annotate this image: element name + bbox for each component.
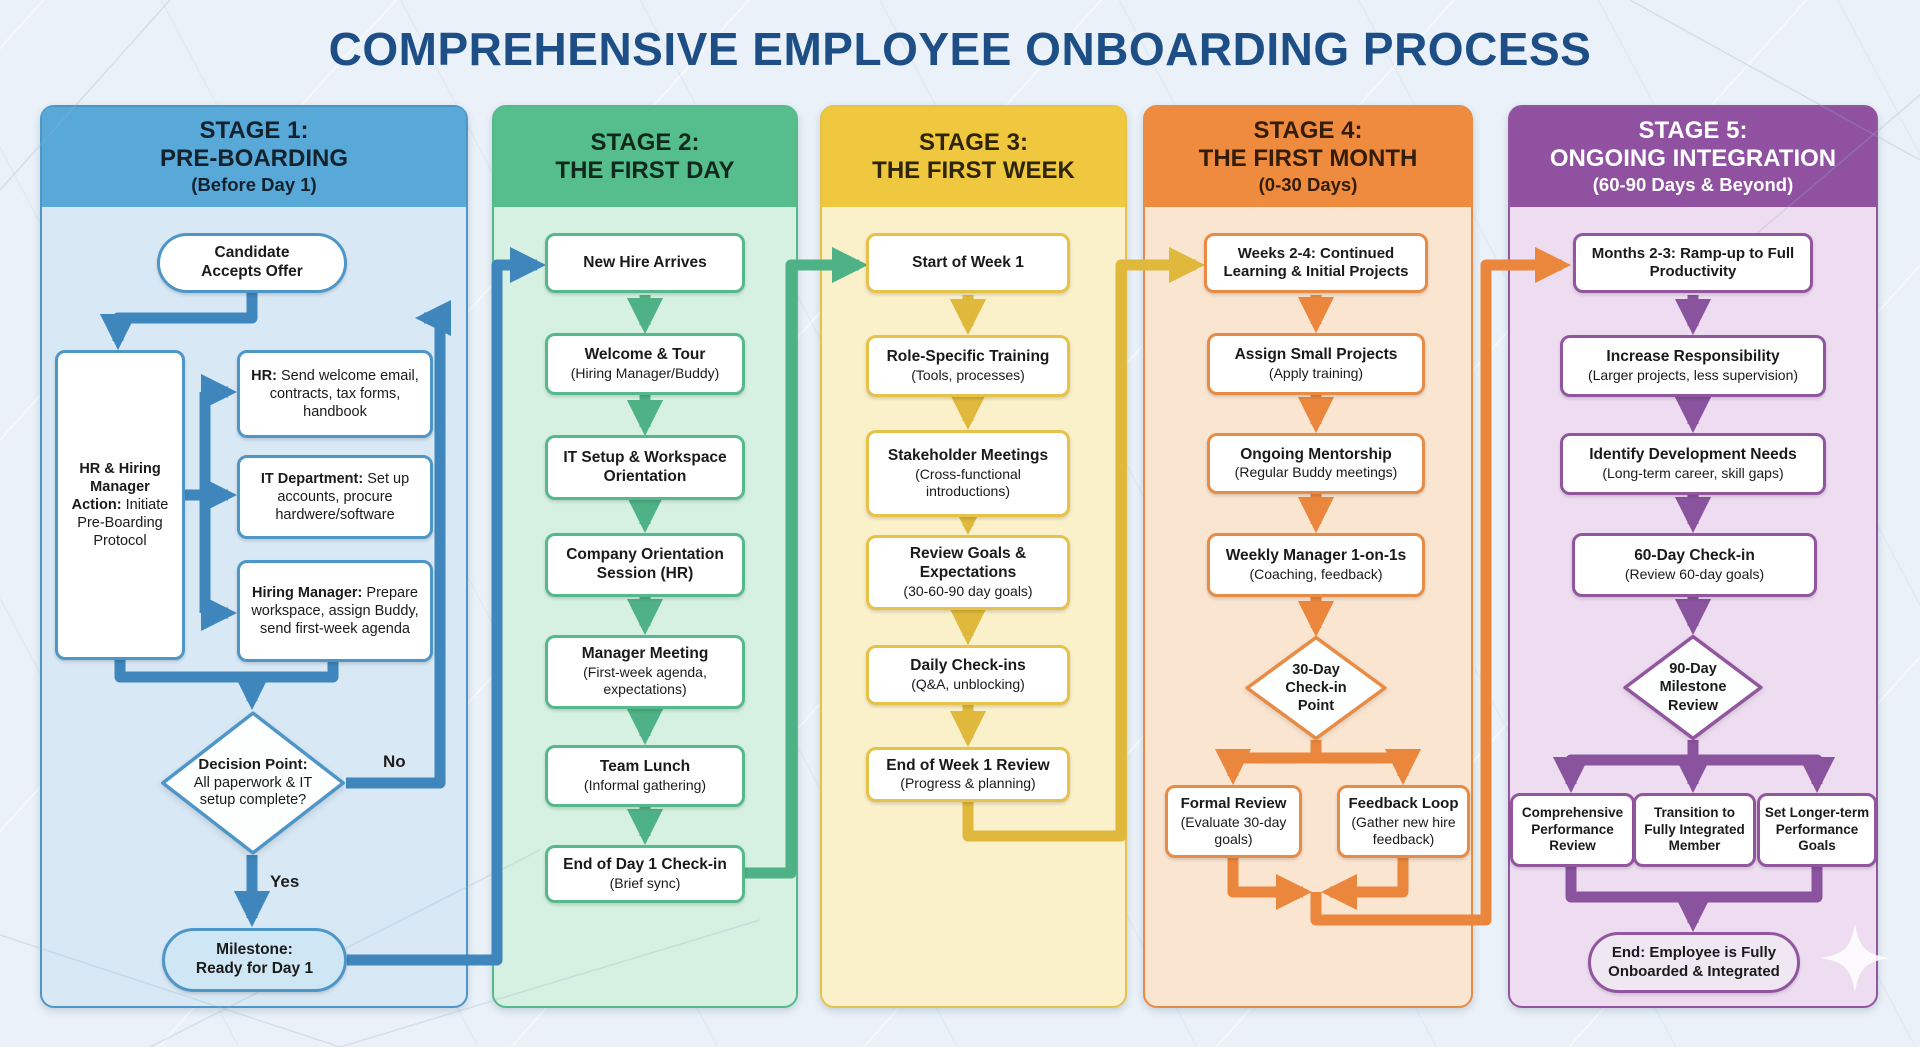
stage1-header-line2: PRE-BOARDING	[159, 144, 348, 172]
node-feedback-loop: Feedback Loop (Gather new hire feedback)	[1337, 785, 1470, 858]
node-milestone-ready-day1: Milestone: Ready for Day 1	[162, 928, 347, 992]
node-end-of-week1-review: End of Week 1 Review (Progress & plannin…	[866, 747, 1070, 802]
node-it-setup-workspace: IT Setup & Workspace Orientation	[545, 435, 745, 500]
stage4-header-line1: STAGE 4:	[1253, 116, 1363, 144]
node-ongoing-mentorship: Ongoing Mentorship (Regular Buddy meetin…	[1207, 433, 1425, 494]
node-formal-review: Formal Review (Evaluate 30-day goals)	[1165, 785, 1302, 858]
node-set-longer-term-goals: Set Longer-term Performance Goals	[1757, 793, 1877, 867]
node-daily-checkins: Daily Check-ins (Q&A, unblocking)	[866, 645, 1070, 705]
node-comprehensive-performance-review: Comprehensive Performance Review	[1510, 793, 1635, 867]
node-months-2-3-rampup: Months 2-3: Ramp-up to Full Productivity	[1573, 233, 1813, 293]
stage4-header-subtitle: (0-30 Days)	[1258, 174, 1358, 196]
stage3-header: STAGE 3: THE FIRST WEEK	[822, 107, 1125, 207]
stage2-header-line2: THE FIRST DAY	[555, 157, 735, 184]
node-team-lunch: Team Lunch (Informal gathering)	[545, 745, 745, 807]
node-increase-responsibility: Increase Responsibility (Larger projects…	[1560, 335, 1826, 397]
node-identify-development-needs: Identify Development Needs (Long-term ca…	[1560, 433, 1826, 495]
stage2-header: STAGE 2: THE FIRST DAY	[494, 107, 796, 207]
node-company-orientation: Company Orientation Session (HR)	[545, 533, 745, 597]
node-weeks-2-4-continued-learning: Weeks 2-4: Continued Learning & Initial …	[1204, 233, 1428, 293]
node-weekly-manager-1on1s: Weekly Manager 1-on-1s (Coaching, feedba…	[1207, 533, 1425, 597]
stage4-header: STAGE 4: THE FIRST MONTH (0-30 Days)	[1145, 107, 1471, 207]
node-end-of-day1-checkin: End of Day 1 Check-in (Brief sync)	[545, 845, 745, 903]
stage4-header-line2: THE FIRST MONTH	[1198, 144, 1418, 172]
page-title: COMPREHENSIVE EMPLOYEE ONBOARDING PROCES…	[328, 23, 1592, 75]
node-task-it-department: IT Department: Set up accounts, procure …	[237, 455, 433, 539]
stage5-header: STAGE 5: ONGOING INTEGRATION (60-90 Days…	[1510, 107, 1876, 207]
node-transition-fully-integrated: Transition to Fully Integrated Member	[1633, 793, 1756, 867]
label-no: No	[383, 752, 406, 771]
node-role-specific-training: Role-Specific Training (Tools, processes…	[866, 335, 1070, 397]
node-60-day-checkin: 60-Day Check-in (Review 60-day goals)	[1572, 533, 1817, 597]
node-task-hr-welcome: HR: Send welcome email, contracts, tax f…	[237, 350, 433, 438]
stage5-header-subtitle: (60-90 Days & Beyond)	[1592, 174, 1794, 196]
stage3-header-line2: THE FIRST WEEK	[872, 157, 1075, 184]
node-manager-meeting: Manager Meeting (First-week agenda, expe…	[545, 635, 745, 709]
node-new-hire-arrives: New Hire Arrives	[545, 233, 745, 293]
node-hr-hiring-manager-action: HR & Hiring Manager Action: Initiate Pre…	[55, 350, 185, 660]
label-yes: Yes	[270, 872, 300, 891]
decision-30-day-checkin: 30-Day Check-in Point	[1245, 636, 1387, 740]
decision-90-day-milestone: 90-Day Milestone Review	[1623, 635, 1763, 740]
stage1-header-subtitle: (Before Day 1)	[191, 174, 317, 196]
stage5-header-line1: STAGE 5:	[1638, 116, 1748, 144]
node-welcome-tour: Welcome & Tour (Hiring Manager/Buddy)	[545, 333, 745, 395]
decision-paperwork-complete: Decision Point: All paperwork & IT setup…	[160, 711, 346, 855]
stage1-header-line1: STAGE 1:	[199, 116, 309, 144]
node-stakeholder-meetings: Stakeholder Meetings (Cross-functional i…	[866, 430, 1070, 517]
stage1-header: STAGE 1: PRE-BOARDING (Before Day 1)	[42, 107, 466, 207]
stage2-header-line1: STAGE 2:	[590, 128, 700, 156]
node-start-of-week1: Start of Week 1	[866, 233, 1070, 293]
node-assign-small-projects: Assign Small Projects (Apply training)	[1207, 333, 1425, 395]
node-candidate-accepts-offer: Candidate Accepts Offer	[157, 233, 347, 293]
node-task-hiring-manager: Hiring Manager: Prepare workspace, assig…	[237, 560, 433, 662]
stage5-header-line2: ONGOING INTEGRATION	[1549, 144, 1837, 172]
node-review-goals-expectations: Review Goals & Expectations (30-60-90 da…	[866, 535, 1070, 610]
stage3-header-line1: STAGE 3:	[919, 128, 1028, 156]
node-end-fully-onboarded: End: Employee is Fully Onboarded & Integ…	[1588, 932, 1800, 993]
